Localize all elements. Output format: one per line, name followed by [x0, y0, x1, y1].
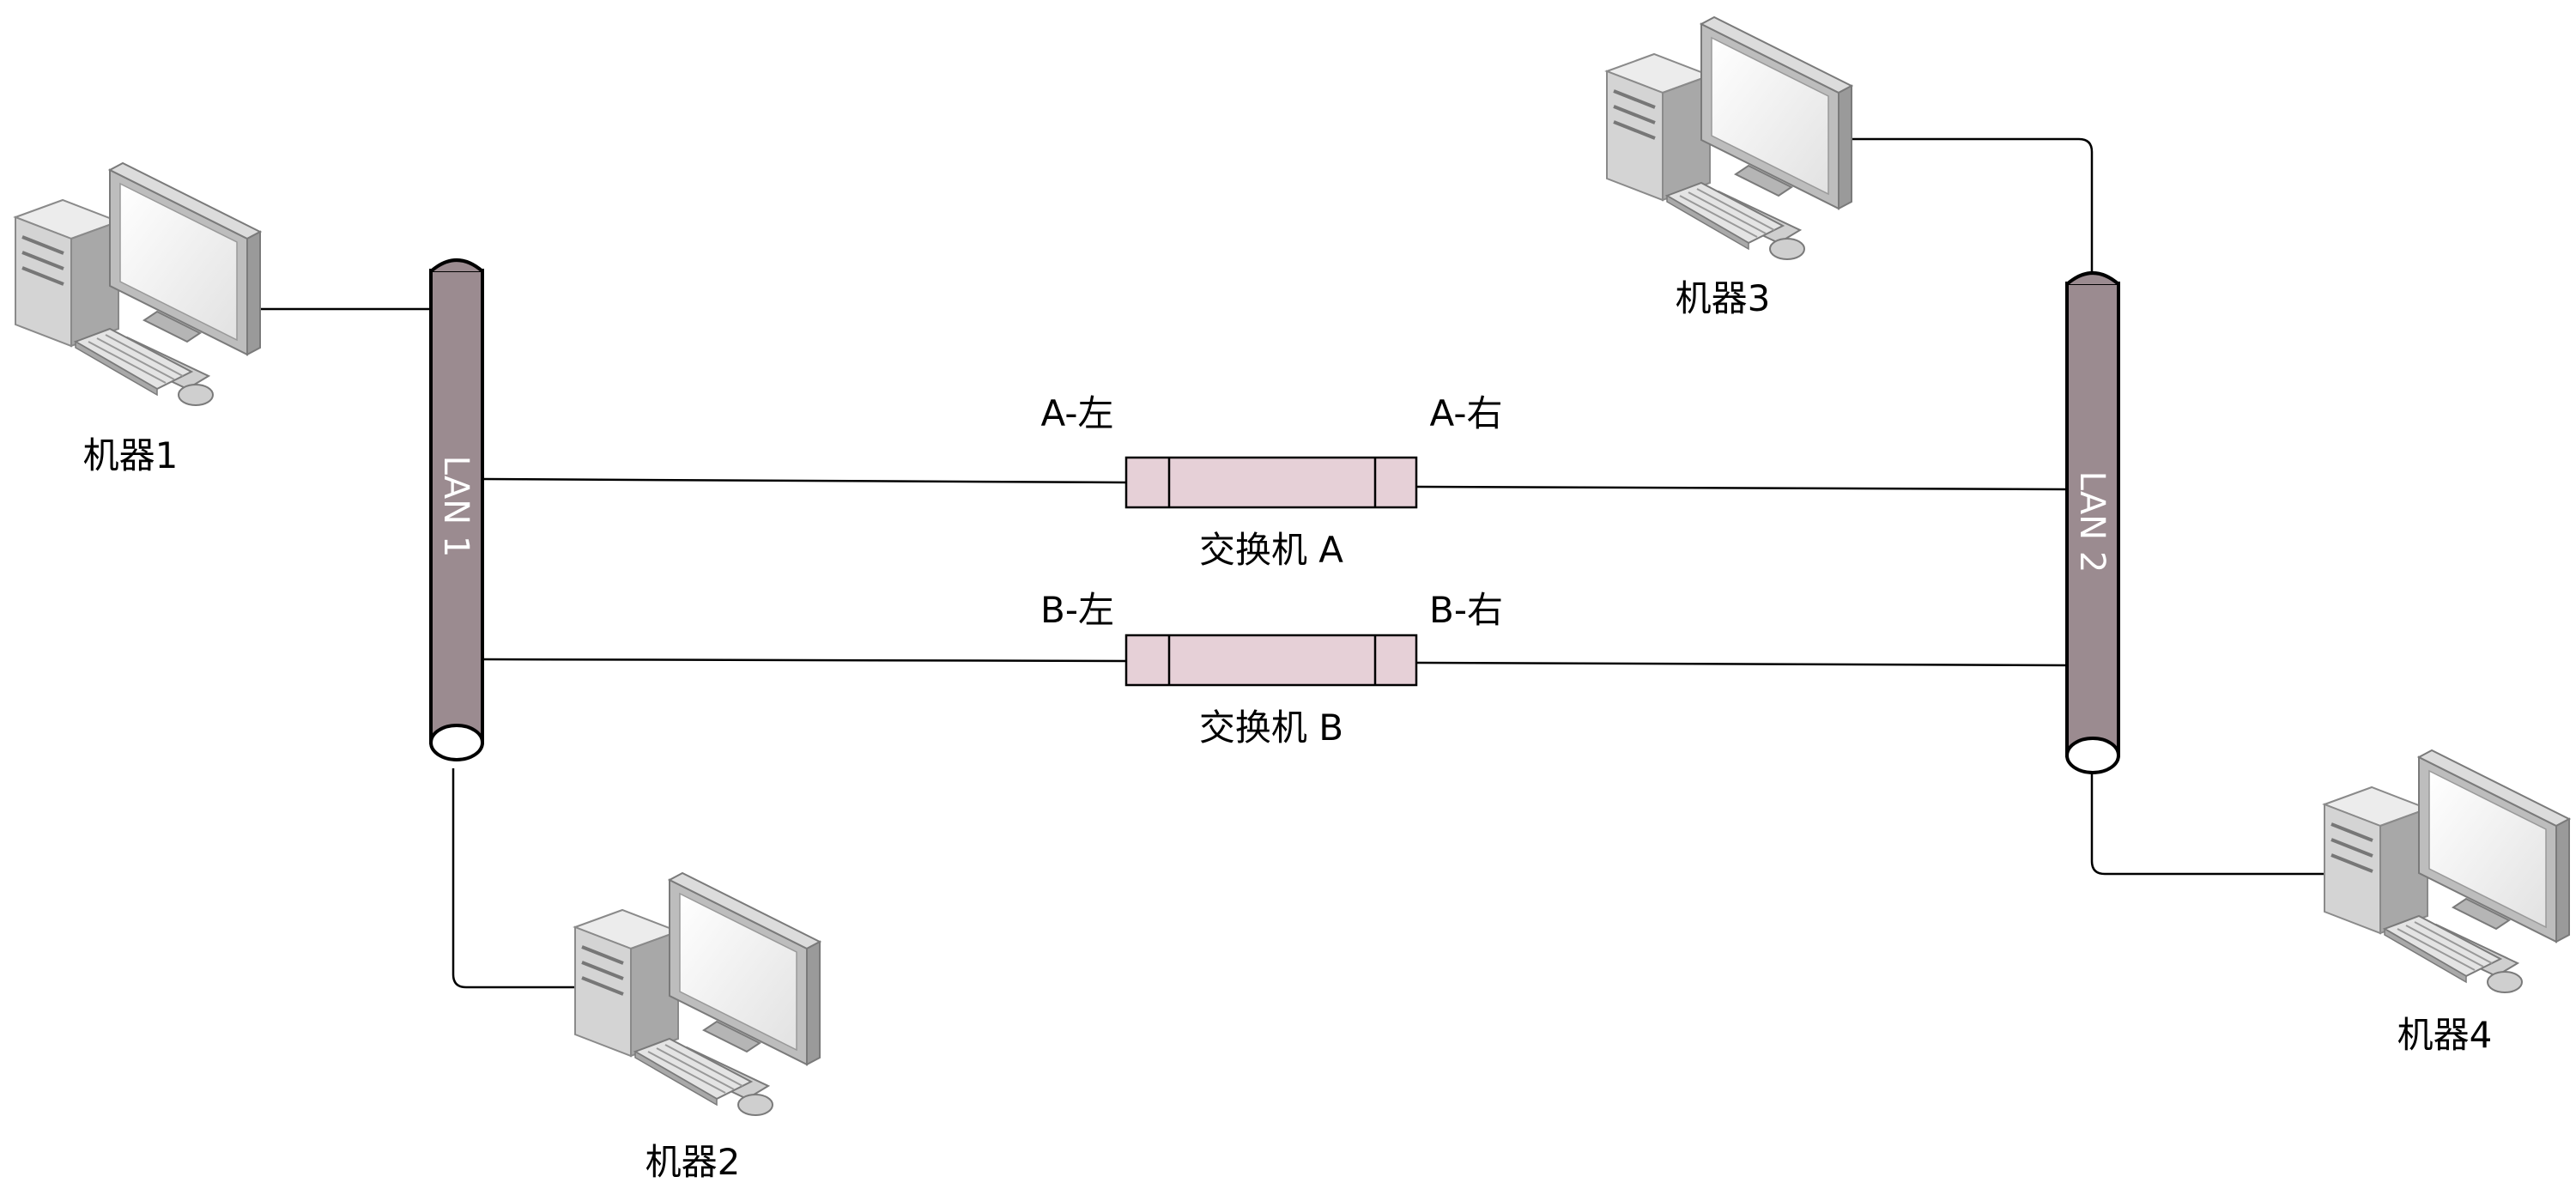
computer-icon	[2323, 749, 2571, 994]
lan1-label: LAN 1	[436, 456, 476, 558]
lan2-bus: LAN 2	[2065, 271, 2120, 774]
switch-a-left-port-label: A-左	[1041, 392, 1114, 434]
wire-m4-lan2	[2090, 773, 2328, 876]
switch-a: 交换机 A A-左 A-右	[1041, 392, 1503, 571]
switch-b-label: 交换机 B	[1199, 707, 1343, 749]
computer-icon	[1605, 15, 1853, 261]
connection-lines	[252, 137, 2328, 989]
wire-lan1-swB	[482, 658, 1127, 663]
computer-icon	[573, 871, 821, 1117]
switch-b: 交换机 B B-左 B-右	[1040, 589, 1503, 749]
machine-4: 机器4	[2323, 749, 2571, 1056]
switch-a-label: 交换机 A	[1199, 529, 1343, 571]
wire-swB-lan2	[1415, 661, 2068, 667]
machine-2-label: 机器2	[646, 1141, 741, 1183]
lan1-bus: LAN 1	[429, 258, 484, 761]
wire-m3-lan2	[1846, 137, 2094, 275]
switch-a-right-port-label: A-右	[1430, 392, 1503, 434]
computer-icon	[14, 161, 262, 407]
machine-1: 机器1	[14, 161, 262, 476]
machine-2: 机器2	[573, 871, 821, 1183]
wire-swA-lan2	[1415, 485, 2068, 491]
machine-4-label: 机器4	[2397, 1014, 2493, 1056]
machine-3-label: 机器3	[1676, 277, 1771, 319]
machine-1-label: 机器1	[83, 434, 179, 476]
machine-3: 机器3	[1605, 15, 1853, 319]
wire-lan1-swA	[482, 477, 1127, 484]
switch-b-left-port-label: B-左	[1040, 589, 1114, 631]
wire-m2-lan1	[452, 768, 577, 989]
lan2-label: LAN 2	[2072, 471, 2112, 573]
switch-b-right-port-label: B-右	[1429, 589, 1503, 631]
